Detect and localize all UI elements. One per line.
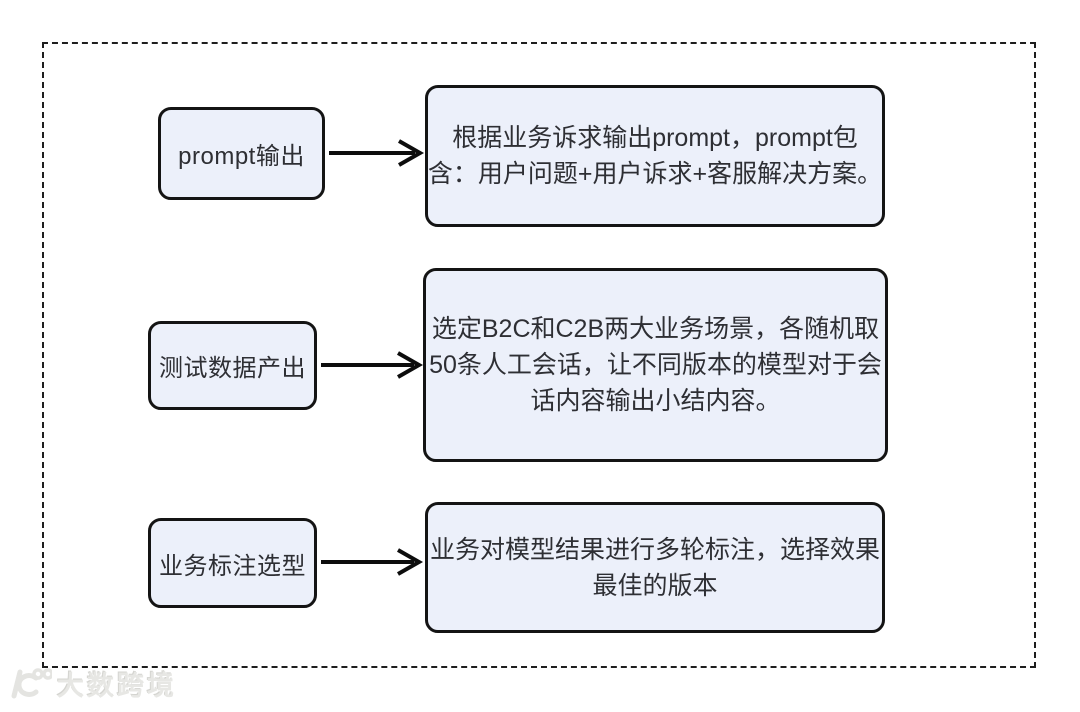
dashed-border-frame	[42, 42, 1036, 668]
right-arrow-icon	[321, 548, 424, 576]
description-line: 含：用户问题+用户诉求+客服解决方案。	[427, 160, 883, 188]
step-label-test-data: 测试数据产出	[148, 321, 317, 410]
description-line: 根据业务诉求输出prompt，prompt包	[452, 124, 858, 152]
step-description-test-data: 选定B2C和C2B两大业务场景，各随机取 50条人工会话，让不同版本的模型对于会…	[423, 268, 888, 462]
right-arrow-icon	[321, 351, 424, 379]
right-arrow-icon	[329, 139, 425, 167]
step-label-prompt-output: prompt输出	[158, 107, 325, 200]
step-label-text: prompt输出	[178, 143, 305, 170]
step-label-text: 测试数据产出	[159, 355, 306, 382]
step-label-annotation-selection: 业务标注选型	[148, 518, 317, 608]
description-line: 50条人工会话，让不同版本的模型对于会	[429, 351, 882, 379]
description-line: 业务对模型结果进行多轮标注，选择效果	[430, 535, 881, 564]
watermark: 大数跨境	[6, 664, 177, 703]
step-description-prompt-output: 根据业务诉求输出prompt，prompt包 含：用户问题+用户诉求+客服解决方…	[425, 85, 885, 227]
watermark-brand-text: 大数跨境	[57, 671, 177, 701]
step-description-annotation-selection: 业务对模型结果进行多轮标注，选择效果 最佳的版本	[425, 502, 885, 633]
step-label-text: 业务标注选型	[159, 552, 306, 580]
description-line: 话内容输出小结内容。	[530, 387, 781, 415]
description-line: 选定B2C和C2B两大业务场景，各随机取	[431, 315, 880, 343]
brand-logo-icon	[11, 667, 52, 698]
description-line: 最佳的版本	[592, 571, 718, 600]
